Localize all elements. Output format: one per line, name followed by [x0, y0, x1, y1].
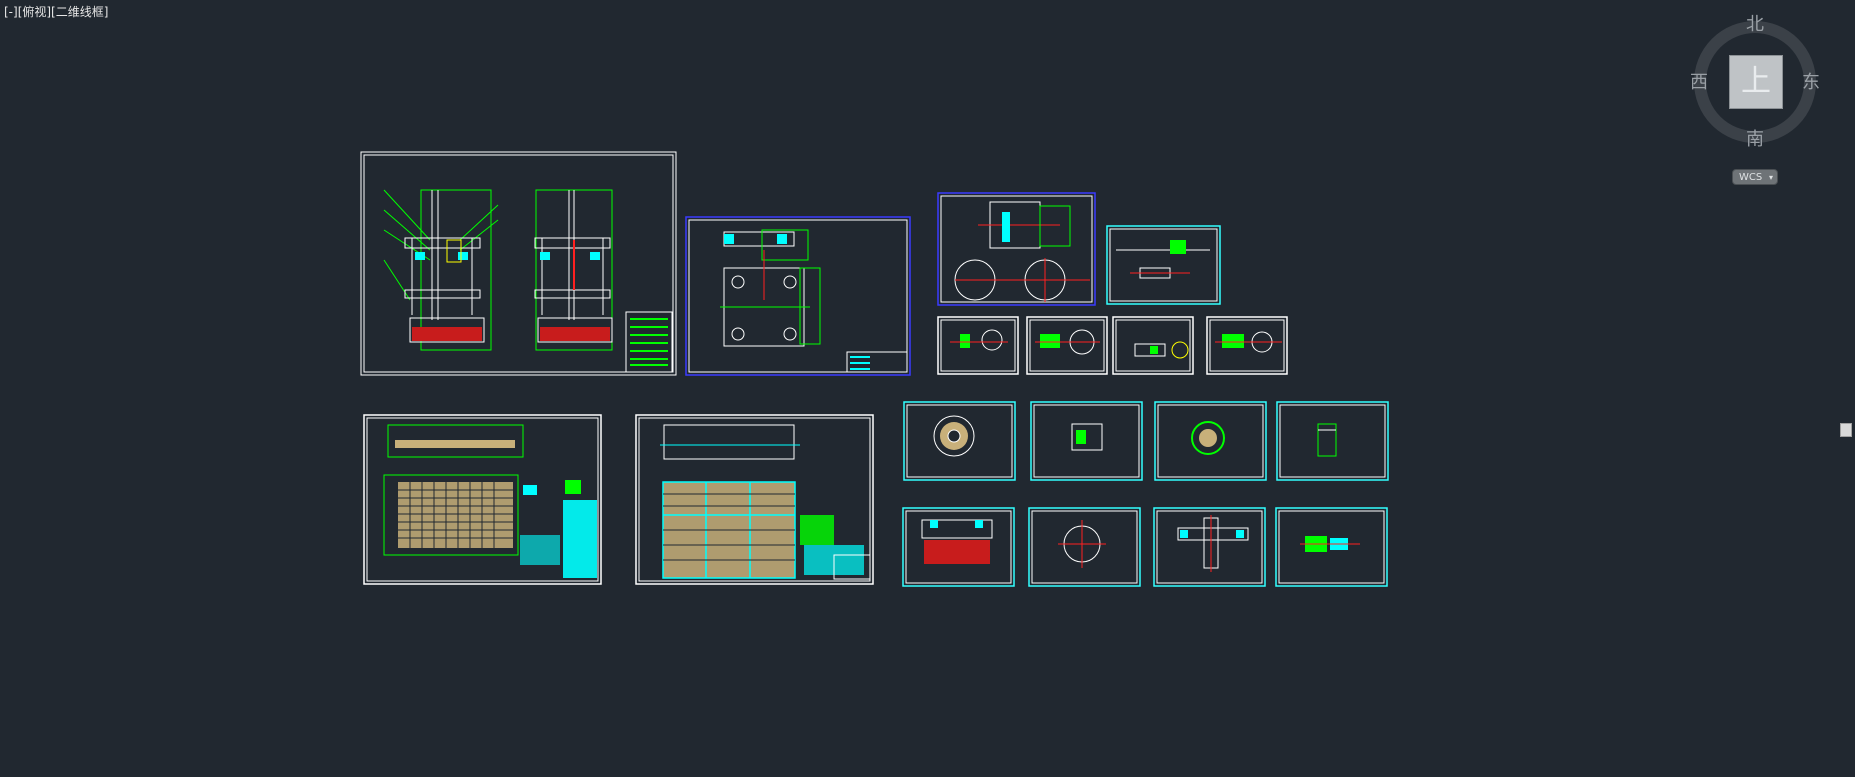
viewcube-top-face[interactable]: 上 [1729, 55, 1783, 109]
drawing-sheet-grid-plate-2[interactable] [635, 414, 874, 585]
drawing-sheet-assembly-front[interactable] [360, 151, 677, 376]
drawing-sheet-flange[interactable] [937, 192, 1096, 306]
chevron-down-icon: ▾ [1768, 173, 1773, 182]
viewcube-south-label[interactable]: 南 [1746, 129, 1764, 150]
drawing-sheet-detail-7[interactable] [1153, 507, 1266, 587]
viewport-label[interactable]: [-][俯视][二维线框] [4, 5, 109, 19]
drawing-sheet-grid-plate-1[interactable] [363, 414, 602, 585]
viewcube-west-label[interactable]: 西 [1690, 72, 1708, 93]
drawing-sheet-detail-3[interactable] [1154, 401, 1267, 481]
drawing-sheet-part-3[interactable] [1112, 316, 1194, 375]
drawing-sheet-detail-4[interactable] [1276, 401, 1389, 481]
scrollbar-thumb[interactable] [1840, 423, 1852, 437]
drawing-sheet-part-4[interactable] [1206, 316, 1288, 375]
drawing-sheet-part-2[interactable] [1026, 316, 1108, 375]
drawing-sheet-detail-5[interactable] [902, 507, 1015, 587]
drawing-sheet-detail-8[interactable] [1275, 507, 1388, 587]
vertical-scrollbar[interactable] [1837, 0, 1855, 777]
drawing-sheet-detail-1[interactable] [903, 401, 1016, 481]
drawing-sheet-plate[interactable] [685, 216, 911, 376]
wcs-menu-button[interactable]: WCS ▾ [1732, 169, 1778, 185]
viewcube-north-label[interactable]: 北 [1746, 14, 1764, 35]
drawing-sheet-part-1[interactable] [937, 316, 1019, 375]
drawing-sheet-detail-6[interactable] [1028, 507, 1141, 587]
viewcube-east-label[interactable]: 东 [1802, 72, 1820, 93]
drawing-sheet-shaft[interactable] [1106, 225, 1221, 305]
drawing-sheet-detail-2[interactable] [1030, 401, 1143, 481]
wcs-label: WCS [1739, 172, 1763, 183]
